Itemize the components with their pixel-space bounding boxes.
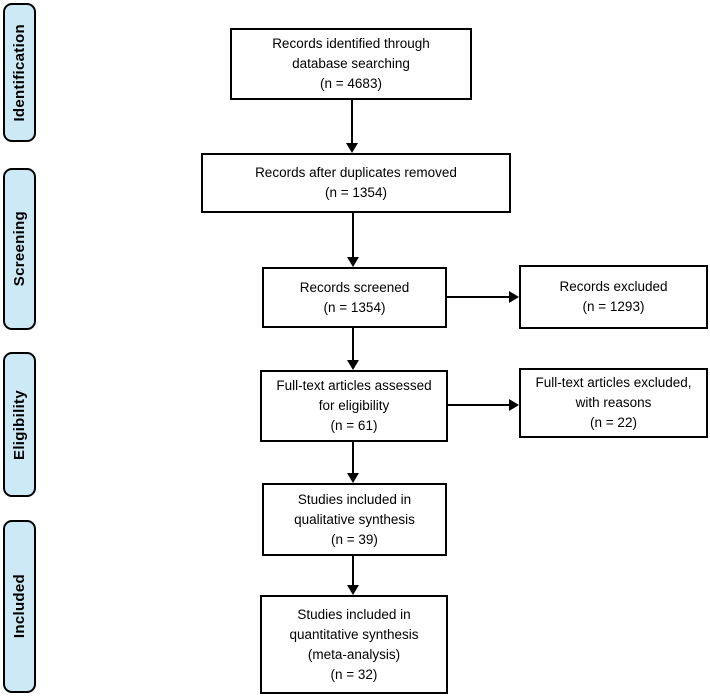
stage-included-label: Included bbox=[11, 574, 28, 639]
stage-eligibility-label: Eligibility bbox=[11, 389, 28, 460]
stage-eligibility: Eligibility bbox=[3, 352, 36, 497]
box-records-screened: Records screened (n = 1354) bbox=[262, 267, 447, 328]
box-duplicates-removed: Records after duplicates removed (n = 13… bbox=[201, 153, 511, 213]
box-records-identified: Records identified through database sear… bbox=[230, 28, 472, 100]
stage-screening-label: Screening bbox=[11, 211, 28, 287]
box-qualitative-synthesis: Studies included in qualitative synthesi… bbox=[262, 483, 447, 556]
box-records-identified-text: Records identified through database sear… bbox=[272, 36, 430, 91]
stage-screening: Screening bbox=[3, 168, 36, 330]
box-records-excluded-text: Records excluded (n = 1293) bbox=[559, 279, 668, 314]
box-quantitative-synthesis: Studies included in quantitative synthes… bbox=[260, 595, 448, 694]
box-quantitative-synthesis-text: Studies included in quantitative synthes… bbox=[289, 606, 419, 682]
box-records-excluded: Records excluded (n = 1293) bbox=[519, 265, 708, 329]
stage-included: Included bbox=[3, 520, 36, 693]
box-records-screened-text: Records screened (n = 1354) bbox=[299, 279, 410, 315]
stage-identification-label: Identification bbox=[11, 23, 28, 122]
box-fulltext-excluded: Full-text articles excluded, with reason… bbox=[519, 368, 708, 438]
box-duplicates-removed-text: Records after duplicates removed (n = 13… bbox=[255, 165, 457, 200]
box-qualitative-synthesis-text: Studies included in qualitative synthesi… bbox=[294, 491, 415, 547]
box-fulltext-excluded-text: Full-text articles excluded, with reason… bbox=[535, 375, 692, 430]
box-fulltext-assessed: Full-text articles assessed for eligibil… bbox=[260, 370, 448, 442]
stage-identification: Identification bbox=[3, 3, 36, 142]
box-fulltext-assessed-text: Full-text articles assessed for eligibil… bbox=[276, 378, 432, 433]
